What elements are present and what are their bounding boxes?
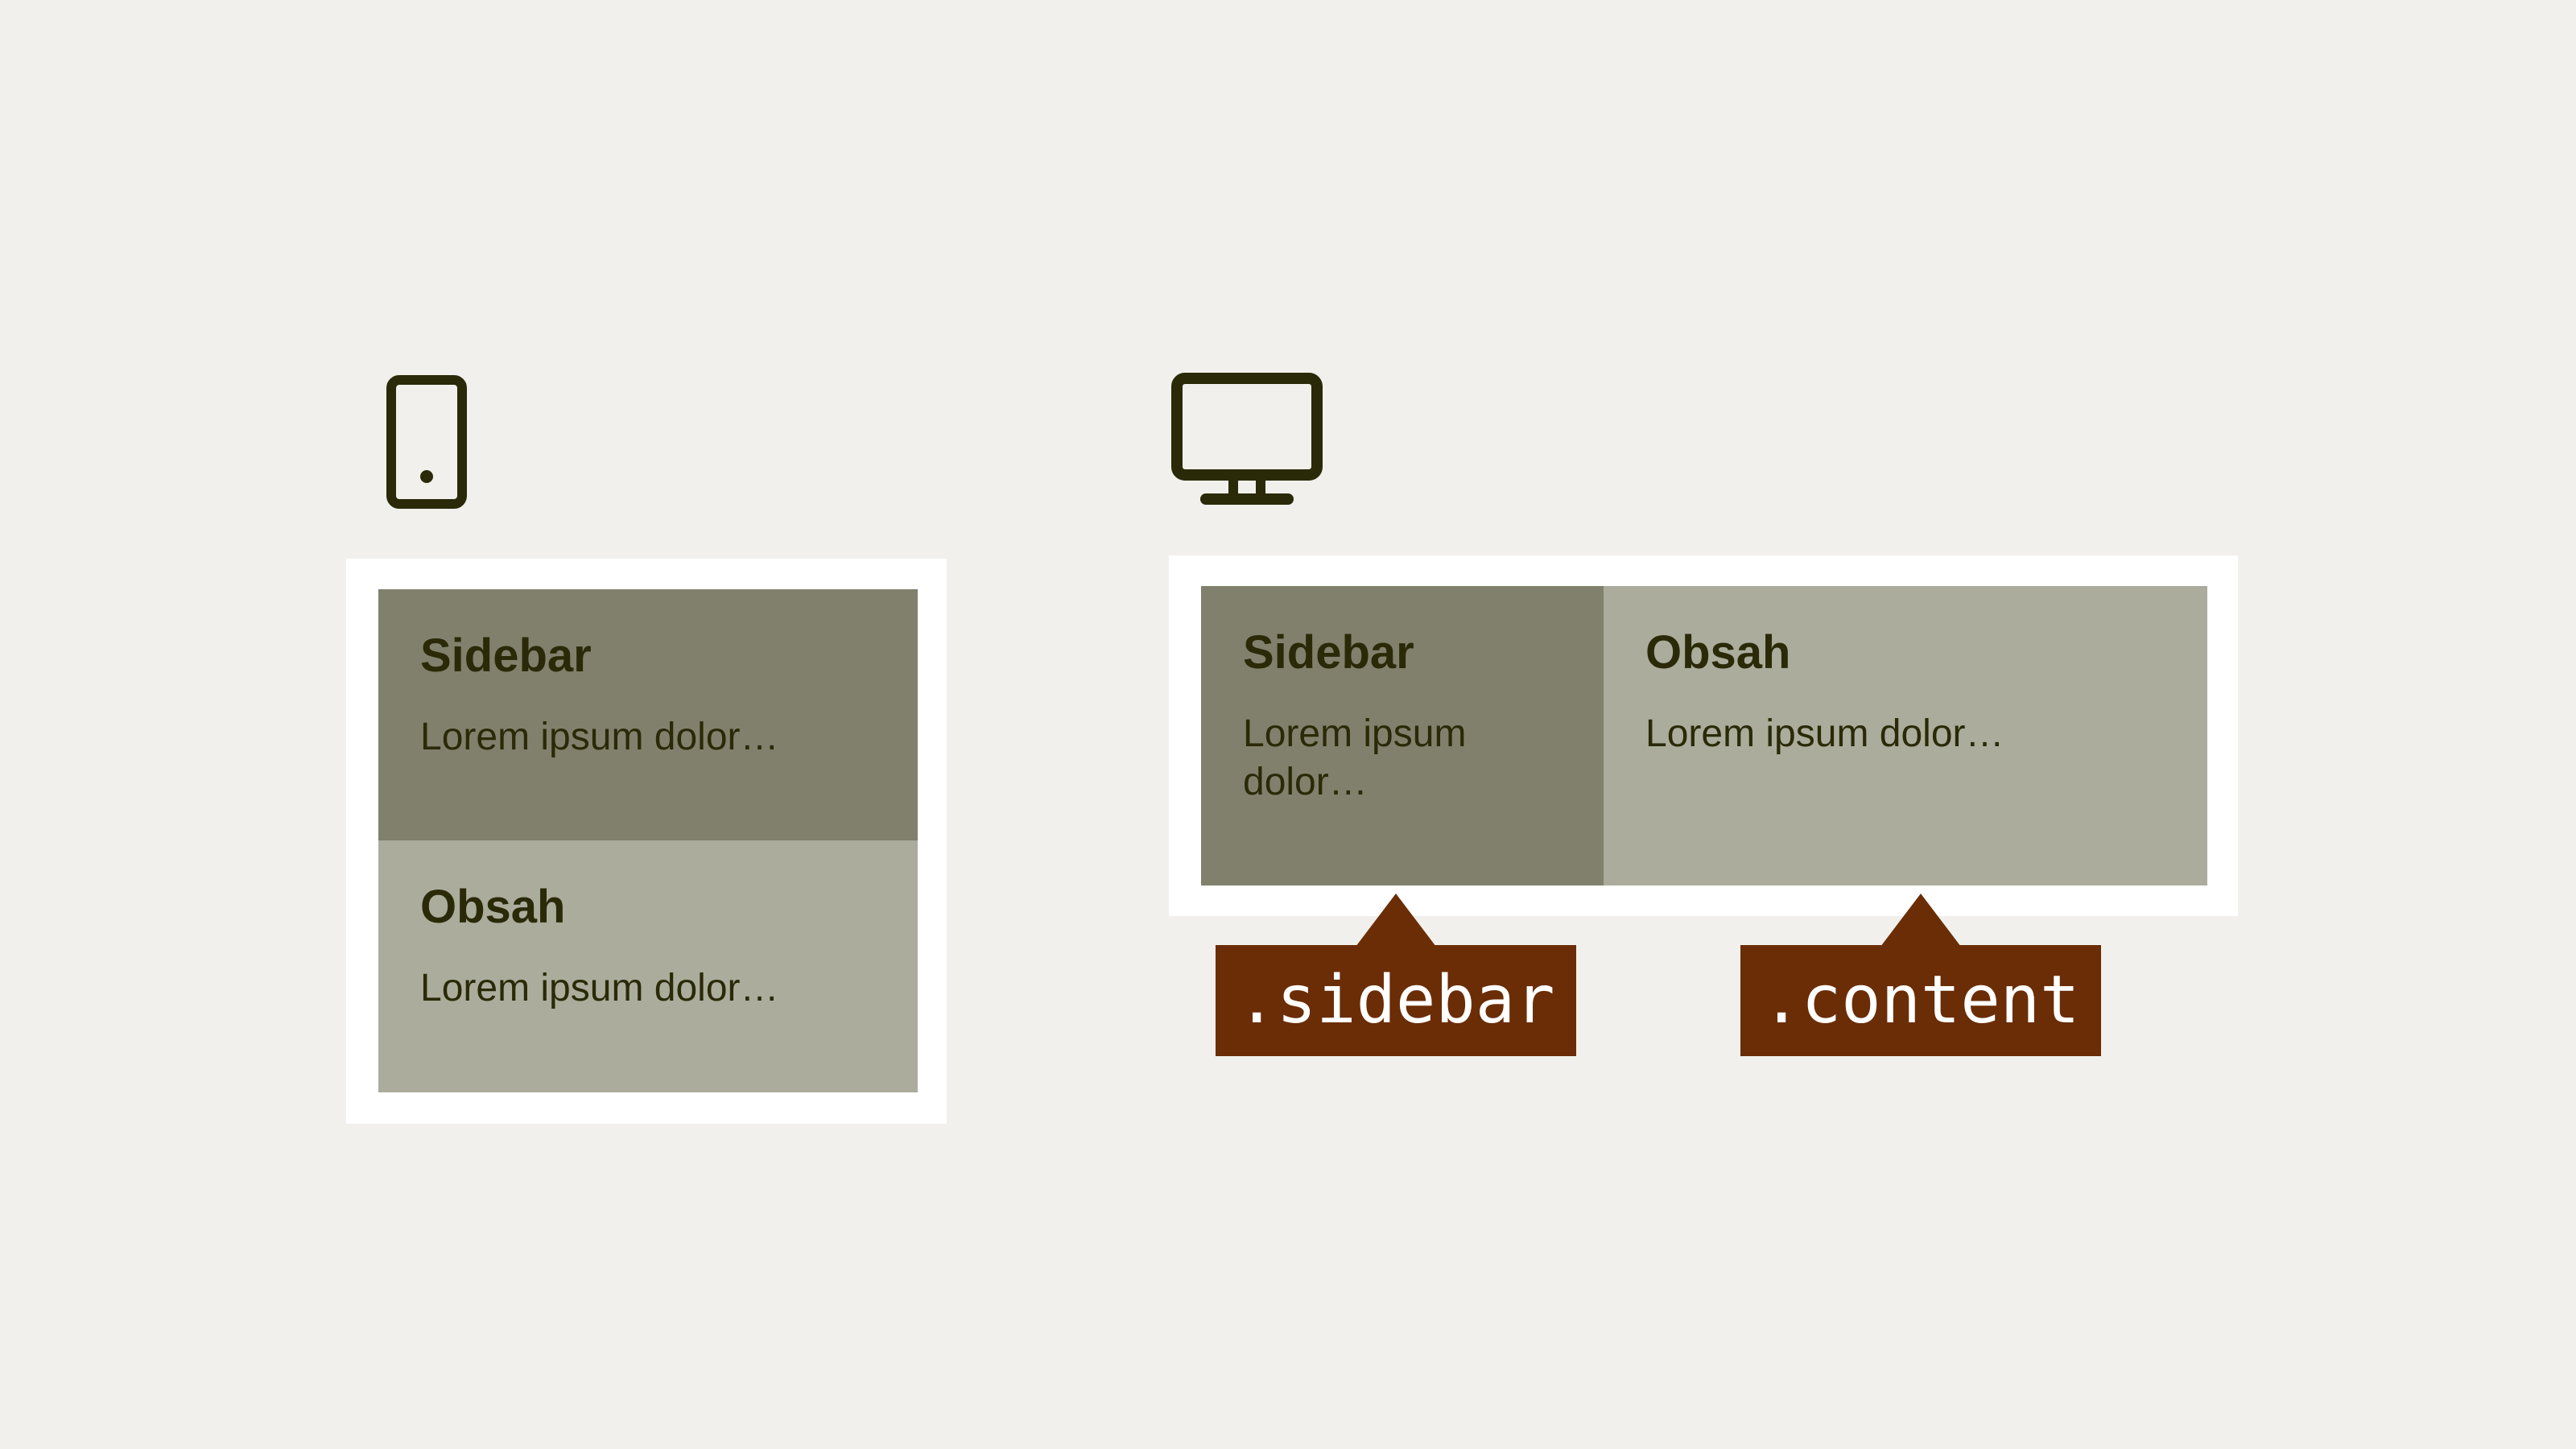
desktop-sidebar-text: Lorem ipsum dolor… xyxy=(1243,712,1467,803)
sidebar-label-pointer xyxy=(1356,894,1436,947)
mobile-content-text: Lorem ipsum dolor… xyxy=(420,967,779,1009)
desktop-content-text: Lorem ipsum dolor… xyxy=(1645,712,2004,755)
sidebar-class-label: .sidebar xyxy=(1216,945,1576,1056)
mobile-content-panel: Obsah Lorem ipsum dolor… xyxy=(378,840,918,1092)
desktop-monitor-icon xyxy=(1170,372,1323,510)
mobile-sidebar-title: Sidebar xyxy=(420,630,592,682)
mobile-sidebar-text: Lorem ipsum dolor… xyxy=(420,716,779,758)
smartphone-icon xyxy=(385,374,469,510)
desktop-content-panel: Obsah Lorem ipsum dolor… xyxy=(1604,586,2207,886)
mobile-content-title: Obsah xyxy=(420,881,566,933)
mobile-sidebar-panel: Sidebar Lorem ipsum dolor… xyxy=(378,589,918,840)
desktop-sidebar-panel: Sidebar Lorem ipsum dolor… xyxy=(1201,586,1604,886)
content-label-pointer xyxy=(1880,894,1961,947)
content-class-label: .content xyxy=(1740,945,2101,1056)
desktop-content-title: Obsah xyxy=(1645,626,1791,679)
desktop-sidebar-title: Sidebar xyxy=(1243,626,1414,679)
